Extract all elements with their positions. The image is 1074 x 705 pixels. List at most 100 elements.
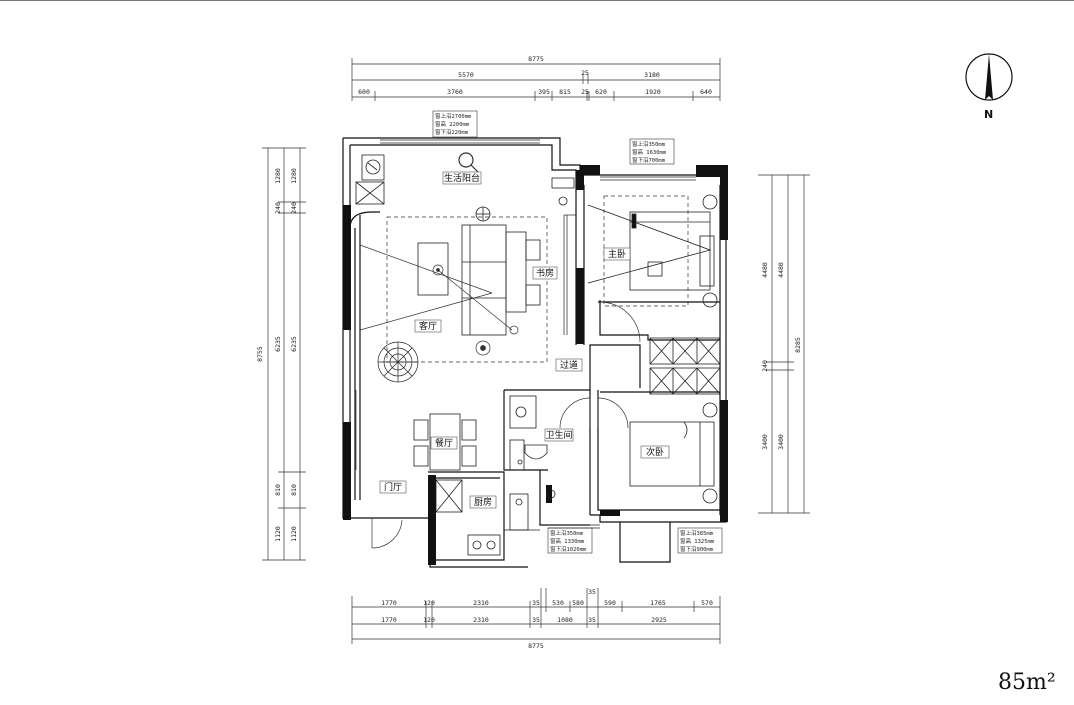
room-study: 书房: [536, 267, 554, 279]
door-swings: [371, 301, 641, 549]
dim-top-r3-2: 3760: [447, 88, 463, 96]
room-living-room: 客厅: [419, 320, 437, 332]
dim-bot-r1-2: 120: [423, 599, 435, 607]
dim-left-3b: 6235: [290, 336, 298, 352]
window-note-top: 窗上沿2700mm 窗高 2200mm 窗下沿220mm: [432, 110, 478, 138]
dim-bot-r2-3: 2310: [473, 616, 489, 624]
dim-top-r3-4: 815: [559, 88, 571, 96]
plant-icon: [377, 341, 419, 383]
window-note-bath: 窗上沿350mm 窗高 1330mm 窗下沿1020mm: [547, 527, 593, 554]
note-second-1: 窗上沿385mm: [680, 529, 714, 537]
dim-left-2: 240: [274, 202, 282, 214]
dim-top-r2-a: 5570: [458, 71, 474, 79]
solid-walls: [343, 165, 728, 565]
bottom-dimension-labels: 1770 120 2310 35 530 580 35 590 1765 570…: [381, 588, 713, 650]
dim-bot-total: 8775: [528, 642, 544, 650]
top-dimension-labels: 8775 5570 25 3180 600 3760 395 815 25 62…: [358, 55, 712, 96]
study-desk-chairs: [475, 206, 541, 306]
compass-north-label: N: [984, 108, 994, 121]
room-kitchen: 厨房: [474, 496, 492, 508]
dim-right-3b: 3400: [777, 434, 785, 450]
note-top-3: 窗下沿220mm: [435, 128, 469, 136]
dim-top-total: 8775: [528, 55, 544, 63]
dim-bot-r1-5: 530: [552, 599, 564, 607]
dim-bot-r1-1: 1770: [381, 599, 397, 607]
dim-left-3: 6235: [274, 336, 282, 352]
dim-top-r3-8: 640: [700, 88, 712, 96]
dim-bot-r2-2: 120: [423, 616, 435, 624]
note-second-3: 窗下沿900mm: [680, 545, 714, 553]
wardrobes: [649, 337, 721, 395]
dim-right-1b: 4480: [777, 262, 785, 278]
dim-bot-r1-10: 570: [701, 599, 713, 607]
dim-bot-r1-7: 35: [588, 588, 596, 596]
note-master-3: 窗下沿700mm: [632, 156, 666, 164]
dim-bot-r2-5: 1080: [557, 616, 573, 624]
dim-top-r3-7: 1920: [645, 88, 661, 96]
washer: [355, 154, 385, 205]
dim-left-1: 1280: [274, 168, 282, 184]
top-border-line: [0, 0, 1074, 1]
note-top-2: 窗高 2200mm: [435, 120, 470, 128]
note-bath-1: 窗上沿350mm: [550, 529, 584, 537]
dim-bot-r2-7: 2925: [651, 616, 667, 624]
dim-bot-r1-3: 2310: [473, 599, 489, 607]
dining-table: [413, 413, 477, 471]
corner-markers: [546, 177, 575, 499]
room-living-balcony: 生活阳台: [444, 172, 480, 184]
top-dimensions: [351, 58, 721, 101]
window-note-master: 窗上沿350mm 窗高 1630mm 窗下沿700mm: [629, 138, 675, 165]
room-entrance: 门厅: [384, 481, 402, 493]
dim-top-r3-3: 395: [538, 88, 550, 96]
dim-right-outer: 8285: [794, 337, 802, 353]
note-master-1: 窗上沿350mm: [632, 140, 666, 148]
note-top-1: 窗上沿2700mm: [435, 112, 472, 120]
second-bed: [629, 402, 718, 504]
dim-right-1: 4480: [761, 262, 769, 278]
dim-bot-r2-6: 35: [588, 616, 596, 624]
dim-bot-r1-4: 35: [532, 599, 540, 607]
bathroom-fixtures: [509, 395, 548, 471]
bottom-dimensions: [351, 588, 721, 644]
walls: [342, 137, 727, 568]
dim-right-3: 3400: [761, 434, 769, 450]
dim-right-2: 240: [761, 360, 769, 372]
area-label: 85m²: [998, 670, 1056, 695]
sofa: [417, 224, 527, 336]
note-second-2: 窗高 1325mm: [680, 537, 715, 545]
note-bath-2: 窗高 1330mm: [550, 537, 585, 545]
north-compass-icon: [965, 53, 1013, 101]
kitchen-fixtures: [435, 479, 540, 556]
room-master-bedroom: 主卧: [608, 248, 626, 260]
right-dimensions: [758, 174, 810, 514]
left-dimension-labels: 8755 1280 1280 240 240 6235 6235 810 810…: [256, 168, 298, 542]
dim-bot-r2-1: 1770: [381, 616, 397, 624]
dim-bot-r1-8: 590: [604, 599, 616, 607]
note-bath-3: 窗下沿1020mm: [550, 545, 587, 553]
dim-left-outer: 8755: [256, 346, 264, 362]
dim-top-r3-5: 25: [581, 88, 589, 96]
dim-bot-r2-4: 35: [532, 616, 540, 624]
room-dining-room: 餐厅: [435, 437, 453, 449]
ceiling-lamp-lines: [359, 244, 519, 356]
dim-top-r2-c: 3180: [644, 71, 660, 79]
magnifier-icon: [458, 152, 479, 173]
dim-bot-r1-9: 1765: [650, 599, 666, 607]
room-bathroom: 卫生间: [545, 429, 572, 441]
left-dimensions: [262, 147, 306, 561]
right-dimension-labels: 4480 4480 240 3400 3400 8285: [761, 262, 802, 450]
dim-top-r2-b: 25: [581, 69, 589, 77]
room-labels: 生活阳台 书房 客厅 主卧 过道 卫生间 餐厅 次卧 门厅 厨房: [379, 171, 670, 509]
dim-top-r3-1: 600: [358, 88, 370, 96]
master-bed: [587, 194, 718, 308]
dim-left-5b: 1120: [290, 526, 298, 542]
dim-left-4b: 810: [290, 484, 298, 496]
dim-left-5: 1120: [274, 526, 282, 542]
dim-left-4: 810: [274, 484, 282, 496]
room-corridor: 过道: [560, 359, 578, 371]
room-second-bedroom: 次卧: [646, 446, 664, 458]
window-note-second: 窗上沿385mm 窗高 1325mm 窗下沿900mm: [677, 527, 723, 554]
note-master-2: 窗高 1630mm: [632, 148, 667, 156]
